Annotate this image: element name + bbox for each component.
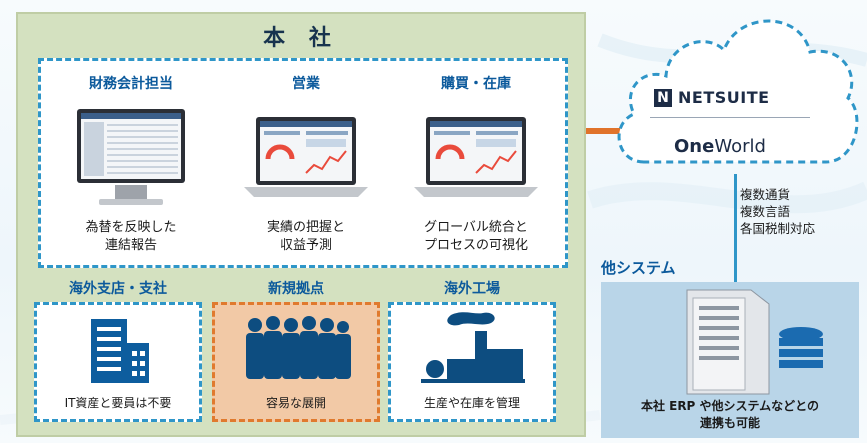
other-systems-caption: 本社 ERP や他システムなどとの 連携も可能 [601,398,859,432]
other-systems-title: 他システム [601,259,676,277]
department-finance-desc-line2: 連結報告 [104,238,157,253]
desktop-monitor-icon [77,109,185,205]
site-new-location-box: 容易な展開 [212,302,380,422]
factory-icon [421,312,525,383]
department-finance-desc-line1: 為替を反映した [85,220,177,235]
oneworld-rest: World [714,136,766,157]
site-new-location-title: 新規拠点 [268,281,324,297]
site-overseas-branch-box: IT資産と要員は不要 [34,302,202,422]
feature-multi-currency: 複数通貨 [740,187,791,202]
connector-line [586,128,644,134]
headquarters-panel: 本 社 財務会計担当 [16,12,586,437]
site-new-location-caption: 容易な展開 [265,396,326,410]
cloud-connector-line [734,174,737,285]
department-purchasing-desc: グローバル統合と プロセスの可視化 [396,219,556,255]
department-sales: 営業 実績の把握と 収益予測 [226,69,386,253]
department-finance-name: 財務会計担当 [89,76,173,92]
department-sales-desc: 実績の把握と 収益予測 [226,219,386,255]
netsuite-divider [650,117,810,118]
department-sales-name: 営業 [292,76,320,92]
other-systems-box [601,282,859,438]
feature-tax-support: 各国税制対応 [740,221,816,236]
site-new-location: 新規拠点 容易な展開 [212,274,380,424]
headquarters-title: 本 社 [263,26,339,51]
netsuite-n-badge: N [654,88,672,107]
oneworld-logo: OneWorld [674,136,766,157]
site-overseas-factory-title: 海外工場 [444,281,500,297]
department-finance: 財務会計担当 為替を反映した 連 [51,69,211,253]
features-list: 複数通貨 複数言語 各国税制対応 [740,186,815,237]
department-purchasing: 購買・在庫 グローバル統合と プロセスの可視化 [396,69,556,253]
department-purchasing-name: 購買・在庫 [441,76,511,92]
departments-box: 財務会計担当 為替を反映した 連 [38,58,568,268]
site-overseas-branch: 海外支店・支社 IT資産と要員は不要 [34,274,202,424]
laptop-icon [414,117,538,197]
site-overseas-branch-title: 海外支店・支社 [69,281,167,297]
server-database-icon [686,289,823,395]
cloud-icon [617,19,859,164]
people-group-icon [246,316,351,379]
netsuite-logo: N NETSUITE [654,88,834,107]
department-purchasing-desc-line1: グローバル統合と [424,220,528,235]
oneworld-bold: One [674,136,715,157]
department-sales-desc-line1: 実績の把握と [266,220,345,235]
office-building-icon [91,319,149,383]
netsuite-brand: NETSUITE [678,88,770,107]
site-overseas-factory: 海外工場 生産や在庫を管理 [388,274,556,424]
other-systems-caption-line1: 本社 ERP や他システムなどとの [640,399,820,413]
department-purchasing-desc-line2: プロセスの可視化 [423,238,528,253]
site-overseas-factory-caption: 生産や在庫を管理 [423,396,520,410]
site-overseas-branch-caption: IT資産と要員は不要 [64,396,172,410]
department-sales-desc-line2: 収益予測 [279,238,332,253]
laptop-icon [244,117,368,197]
feature-multi-language: 複数言語 [740,204,791,219]
department-finance-desc: 為替を反映した 連結報告 [51,219,211,255]
other-systems-caption-line2: 連携も可能 [699,416,760,430]
site-overseas-factory-box: 生産や在庫を管理 [388,302,556,422]
